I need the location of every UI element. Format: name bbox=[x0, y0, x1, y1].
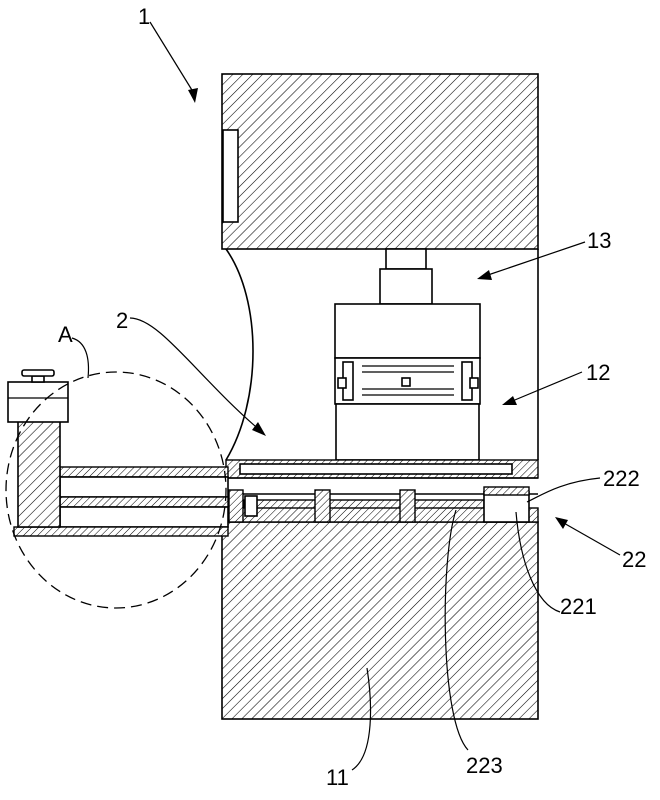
label-221: 221 bbox=[560, 594, 597, 619]
sensor-222 bbox=[484, 487, 529, 495]
press-table-12 bbox=[336, 404, 479, 460]
clamp-head bbox=[8, 382, 68, 422]
label-1: 1 bbox=[138, 4, 150, 29]
label-12: 12 bbox=[586, 360, 610, 385]
motor-221 bbox=[484, 492, 529, 522]
label-A: A bbox=[58, 322, 73, 347]
press-head-13 bbox=[335, 249, 480, 404]
label-13: 13 bbox=[587, 228, 611, 253]
clamp-knob bbox=[22, 370, 54, 376]
label-22: 22 bbox=[622, 547, 646, 572]
extension-arm bbox=[8, 370, 228, 536]
upper-frame-block bbox=[222, 74, 538, 249]
rod-bearing-2 bbox=[400, 490, 415, 522]
clamp-column bbox=[18, 420, 60, 527]
feed-assembly-22 bbox=[226, 478, 538, 522]
workbench-plate bbox=[226, 460, 538, 478]
base-block-11 bbox=[222, 522, 538, 719]
rod-coupling bbox=[229, 490, 243, 522]
rod-bearing-1 bbox=[315, 490, 330, 522]
upper-frame-window bbox=[223, 130, 238, 222]
label-2: 2 bbox=[116, 308, 128, 333]
label-223: 223 bbox=[466, 753, 503, 778]
label-222: 222 bbox=[603, 466, 640, 491]
frame-curved-profile bbox=[226, 249, 253, 460]
label-11: 11 bbox=[326, 765, 349, 790]
